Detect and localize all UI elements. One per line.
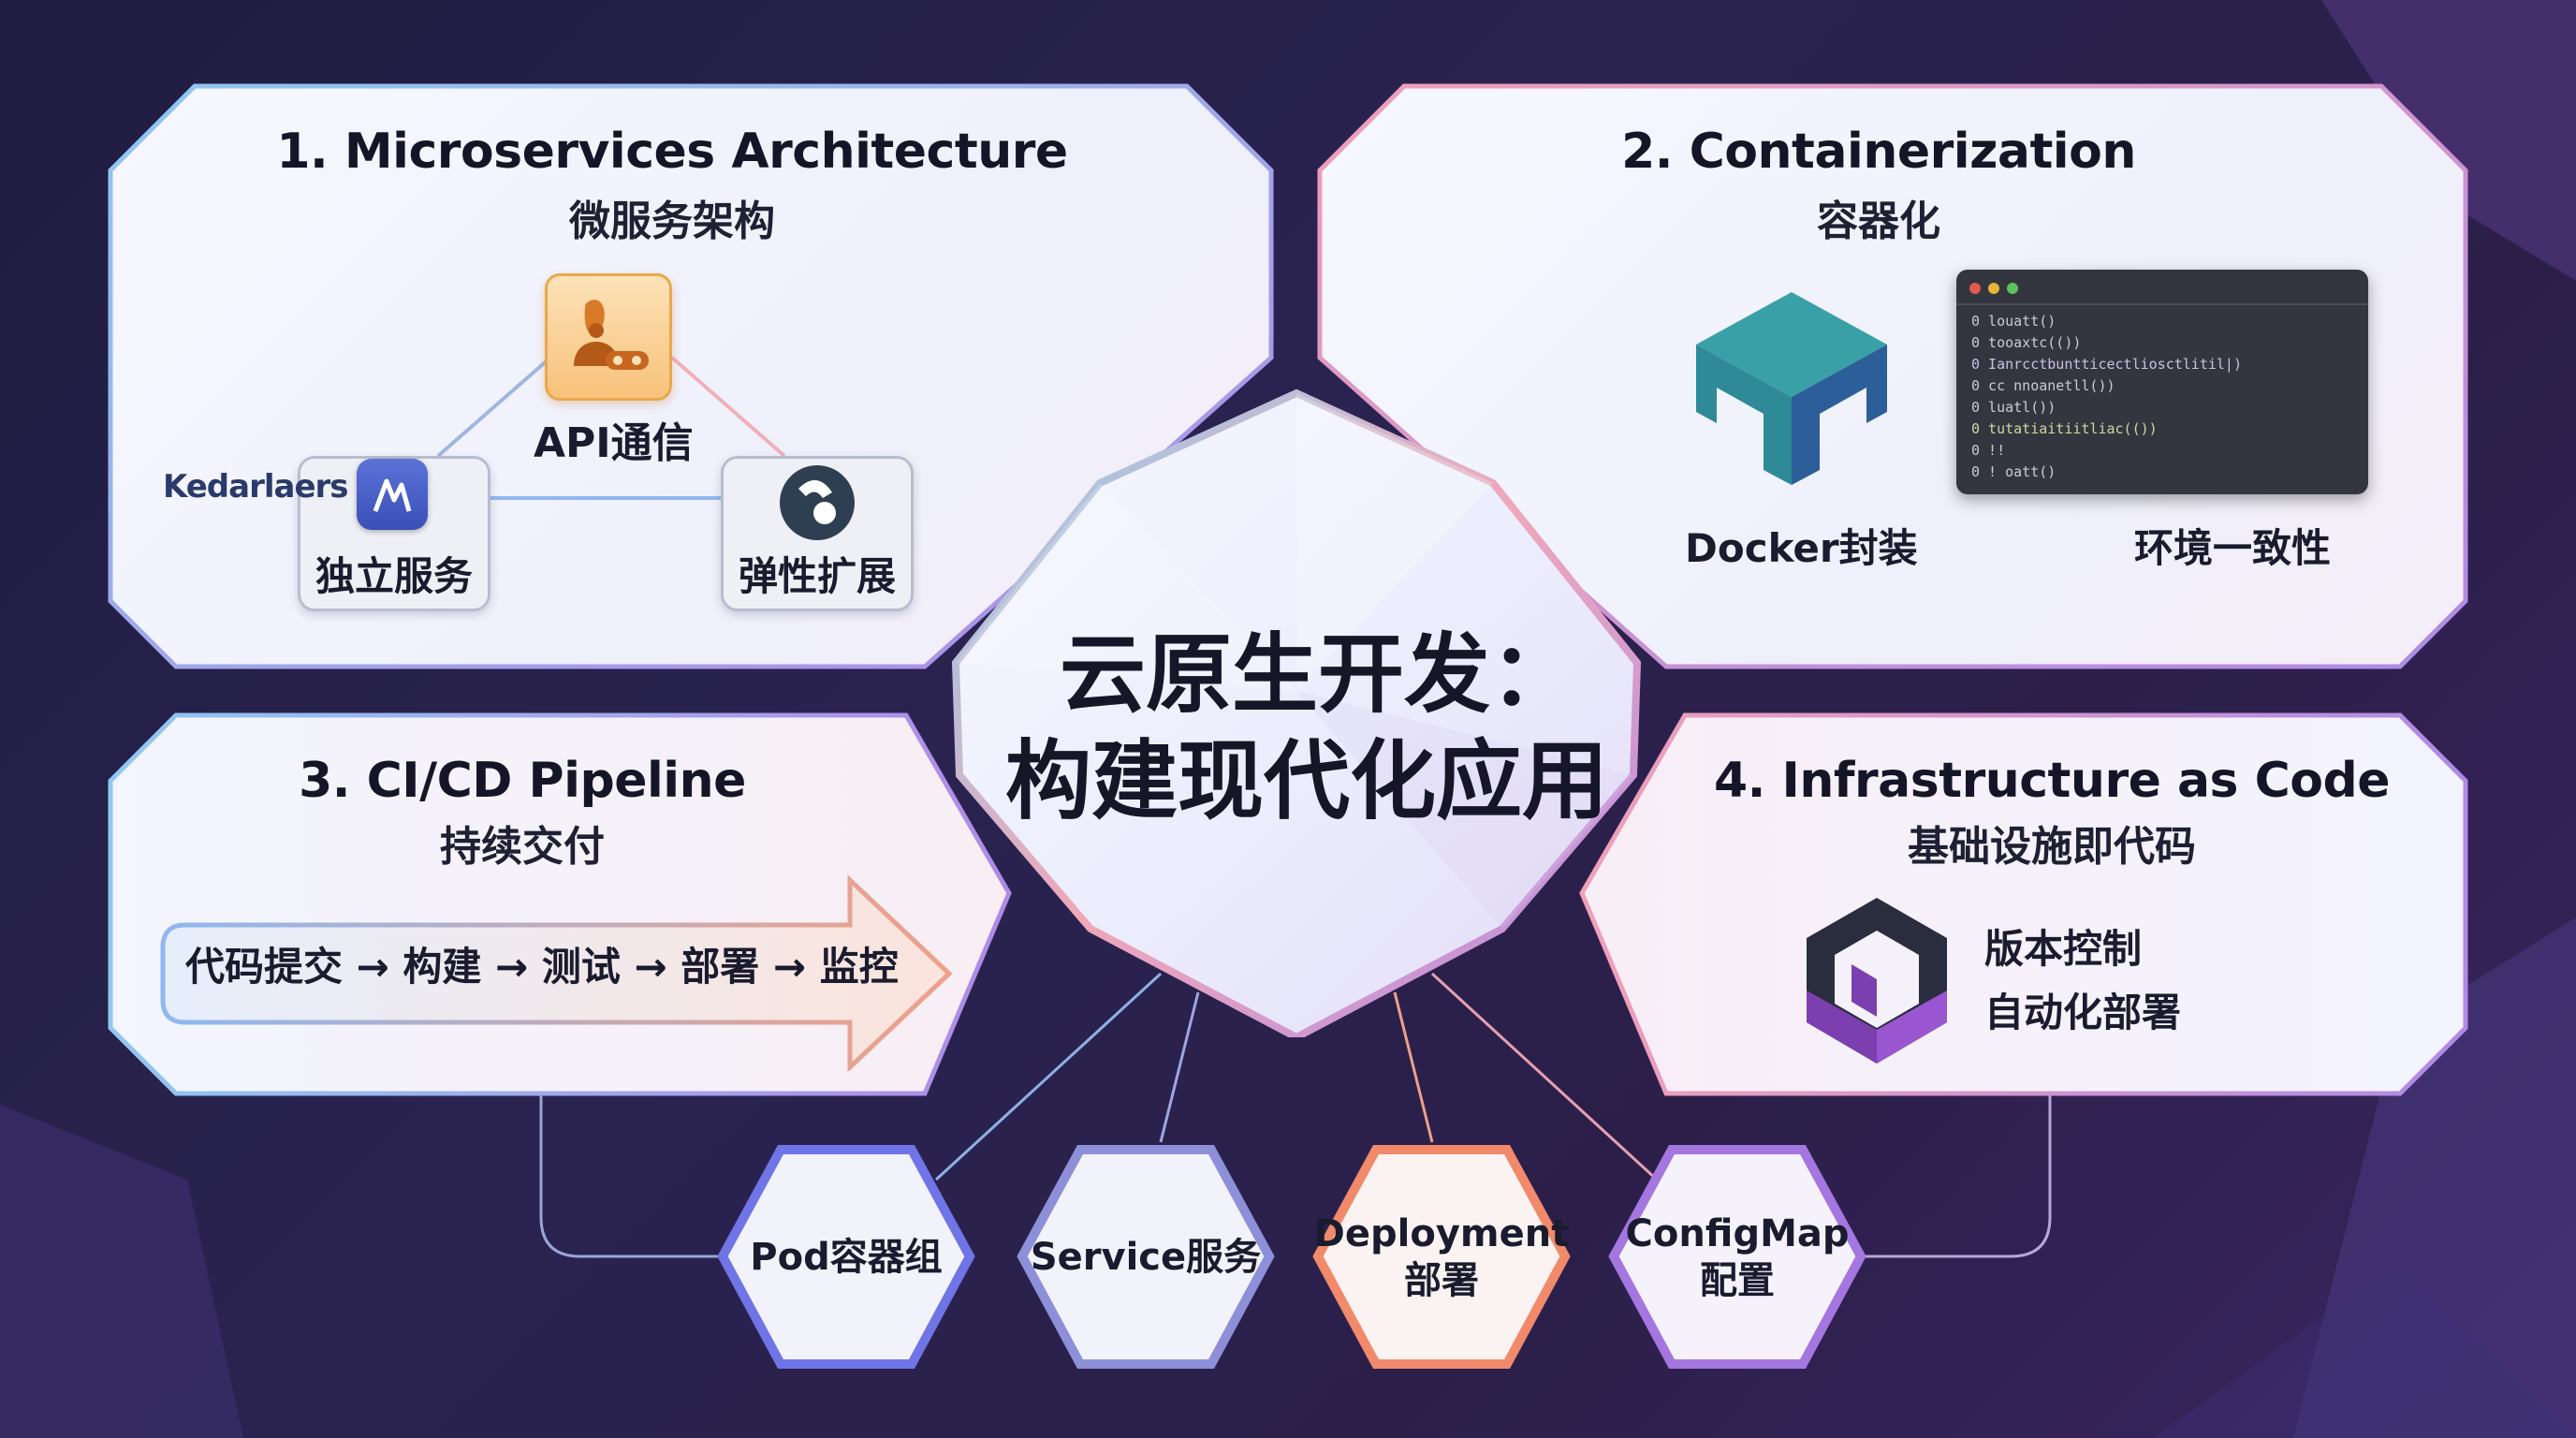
hex-service-label: Service服务 [1030, 1235, 1262, 1279]
service-side-text: Kedarlaers [163, 468, 349, 506]
terminal-line: 0 luatl()) [1971, 399, 2056, 416]
user-api-icon [574, 300, 649, 370]
api-label: API通信 [534, 419, 694, 467]
hex-deployment-label: Deployment [1313, 1211, 1570, 1255]
terminal-close-dot [1969, 283, 1981, 294]
pipeline-stages: 代码提交 → 构建 → 测试 → 部署 → 监控 [185, 944, 899, 990]
iac-version-control: 版本控制 [1984, 926, 2143, 972]
terminal-line: 0 tutatiaitiitliac(()) [1971, 420, 2158, 437]
scaling-label: 弹性扩展 [739, 553, 897, 599]
iac-subtitle: 基础设施即代码 [1908, 823, 2196, 871]
terminal-line: 0 !! [1971, 442, 2006, 459]
center-gem [951, 389, 1642, 1037]
api-node[interactable] [545, 273, 672, 401]
terminal-line: 0 Ianrcctbuntticectliosctlitil|) [1971, 356, 2242, 373]
hex-deployment-sub: 部署 [1403, 1258, 1479, 1302]
panel-iac: 4. Infrastructure as Code 基础设施即代码 版本控制 自… [1582, 715, 2466, 1093]
terminal-line: 0 louatt() [1971, 313, 2056, 330]
code-terminal: 0 louatt() 0 tooaxtc(()) 0 Ianrcctbuntti… [1956, 270, 2368, 494]
service-icon [357, 459, 428, 530]
hex-configmap-label: ConfigMap [1625, 1211, 1850, 1255]
terminal-min-dot [1988, 283, 1999, 294]
terminal-line: 0 ! oatt() [1971, 463, 2056, 480]
hex-pod[interactable]: Pod容器组 [715, 1142, 977, 1372]
docker-label: Docker封装 [1685, 525, 1918, 571]
containerization-title: 2. Containerization [1621, 124, 2136, 180]
terminal-max-dot [2007, 283, 2018, 294]
cicd-subtitle: 持续交付 [440, 823, 605, 871]
env-consistency-label: 环境一致性 [2134, 525, 2332, 571]
hex-pod-label: Pod容器组 [750, 1235, 943, 1279]
hex-configmap-sub: 配置 [1700, 1258, 1775, 1302]
iac-auto-deploy: 自动化部署 [1984, 990, 2182, 1035]
independent-service-label: 独立服务 [315, 553, 474, 599]
terminal-line: 0 tooaxtc(()) [1971, 334, 2082, 351]
center-title-line2: 构建现代化应用 [1005, 731, 1609, 831]
center-title-line1: 云原生开发： [1060, 624, 1577, 725]
panel-cicd: 3. CI/CD Pipeline 持续交付 代码提交 → 构建 → 测试 → … [110, 715, 1009, 1093]
elastic-scaling-icon [780, 465, 855, 540]
cicd-title: 3. CI/CD Pipeline [299, 753, 746, 809]
iac-cube-icon [1807, 898, 1947, 1064]
iac-title: 4. Infrastructure as Code [1714, 753, 2390, 809]
hex-service[interactable]: Service服务 [1015, 1142, 1277, 1372]
scaling-node[interactable]: 弹性扩展 [721, 456, 914, 611]
containerization-subtitle: 容器化 [1817, 198, 1940, 245]
docker-cube-icon [1696, 292, 1887, 485]
terminal-line: 0 cc nnoanetll()) [1971, 377, 2115, 394]
